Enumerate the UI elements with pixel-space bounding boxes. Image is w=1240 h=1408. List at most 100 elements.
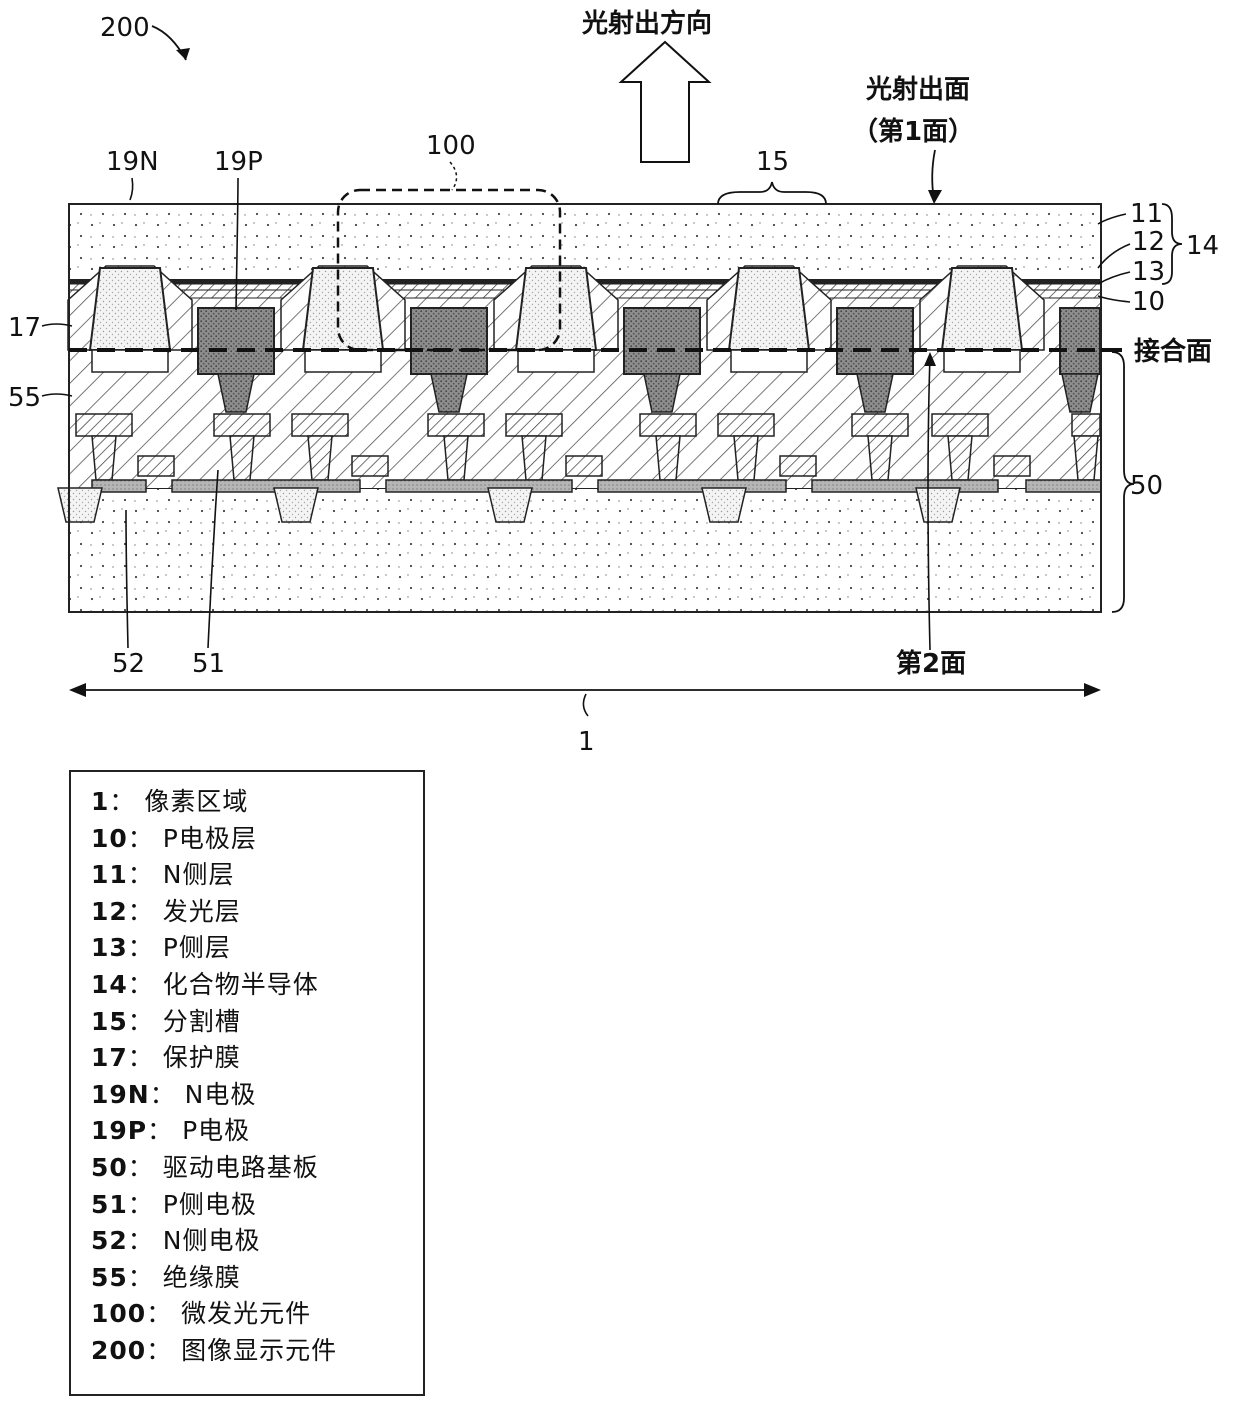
leader-19n: [130, 178, 133, 200]
wiring-pad: [640, 414, 696, 436]
legend-separator: ：: [128, 824, 163, 853]
leader-200-arrowhead: [176, 48, 190, 60]
legend-desc: N侧层: [163, 860, 235, 889]
legend-item: 19P： P电极: [91, 1113, 423, 1150]
legend-item: 55： 绝缘膜: [91, 1260, 423, 1297]
leader-100: [450, 162, 457, 190]
leader-13: [1098, 272, 1130, 284]
legend-item: 14： 化合物半导体: [91, 967, 423, 1004]
exit-surface-sublabel: （第1面）: [852, 116, 974, 147]
pixel-region-label: 1: [578, 727, 595, 757]
legend-item: 13： P侧层: [91, 930, 423, 967]
p-electrode-layer-label: 10: [1132, 287, 1165, 317]
legend-item: 51： P侧电极: [91, 1187, 423, 1224]
wiring-pad: [76, 414, 132, 436]
n-electrode-pad: [305, 350, 381, 372]
n-electrode: [942, 268, 1022, 350]
legend-separator: ：: [146, 1299, 181, 1328]
legend-separator: ：: [128, 1153, 163, 1182]
trench-brace: [718, 182, 826, 204]
legend-desc: P电极层: [163, 824, 257, 853]
legend-separator: ：: [146, 1336, 181, 1365]
legend-key: 1: [91, 787, 109, 816]
middle-wiring-pad: [352, 456, 388, 476]
legend-desc: P电极: [182, 1116, 250, 1145]
n-electrode-pad: [731, 350, 807, 372]
legend-key: 50: [91, 1153, 128, 1182]
legend-key: 55: [91, 1263, 128, 1292]
p-electrode-label: 19P: [214, 147, 263, 177]
legend-desc: P侧层: [163, 933, 231, 962]
legend-separator: ：: [109, 787, 144, 816]
wiring-plug: [868, 436, 892, 480]
leader-11: [1098, 214, 1126, 224]
legend-key: 19N: [91, 1080, 150, 1109]
n-electrode-pad: [92, 350, 168, 372]
n-side-layer-label: 11: [1130, 199, 1163, 229]
trench-label: 15: [756, 147, 789, 177]
protective-film-label: 17: [8, 313, 41, 343]
wiring-pad: [718, 414, 774, 436]
legend-item: 12： 发光层: [91, 894, 423, 931]
middle-wiring-pad: [780, 456, 816, 476]
substrate-label: 50: [1130, 471, 1163, 501]
legend-separator: ：: [128, 970, 163, 999]
wiring-pad: [428, 414, 484, 436]
substrate-electrode: [386, 480, 572, 492]
n-electrode-label: 19N: [106, 147, 159, 177]
legend-desc: 微发光元件: [181, 1299, 311, 1328]
legend-key: 17: [91, 1043, 128, 1072]
leader-12: [1098, 244, 1130, 268]
substrate-electrode: [598, 480, 786, 492]
legend-item: 15： 分割槽: [91, 1004, 423, 1041]
legend-key: 14: [91, 970, 128, 999]
n-electrode-pad: [944, 350, 1020, 372]
legend-separator: ：: [128, 1190, 163, 1219]
substrate-electrode: [172, 480, 360, 492]
compound-label: 14: [1186, 231, 1219, 261]
wiring-pad: [1072, 414, 1100, 436]
legend-separator: ：: [128, 897, 163, 926]
legend-desc: N电极: [185, 1080, 257, 1109]
substrate-diffusion: [916, 488, 960, 522]
emitting-layer-label: 12: [1132, 227, 1165, 257]
leader-200: [152, 26, 186, 60]
light-direction-label: 光射出方向: [581, 8, 712, 39]
legend-separator: ：: [128, 933, 163, 962]
pixel-region-arrowhead-left: [69, 683, 86, 697]
legend-key: 11: [91, 860, 128, 889]
legend-desc: 绝缘膜: [163, 1263, 241, 1292]
figure-label: 200: [100, 13, 150, 43]
legend-key: 100: [91, 1299, 146, 1328]
legend-separator: ：: [128, 1226, 163, 1255]
legend-desc: 保护膜: [163, 1043, 241, 1072]
p-side-layer-label: 13: [1132, 257, 1165, 287]
p-electrode: [624, 308, 700, 374]
legend-separator: ：: [128, 1263, 163, 1292]
legend-desc: 化合物半导体: [163, 970, 319, 999]
wiring-plug: [444, 436, 468, 480]
legend-desc: 图像显示元件: [181, 1336, 337, 1365]
legend-desc: 发光层: [163, 897, 241, 926]
legend-key: 10: [91, 824, 128, 853]
legend-item: 1： 像素区域: [91, 784, 423, 821]
legend-item: 200： 图像显示元件: [91, 1333, 423, 1370]
legend-separator: ：: [150, 1080, 185, 1109]
p-electrode: [1060, 308, 1100, 374]
insulating-film-label: 55: [8, 383, 41, 413]
p-electrode: [837, 308, 913, 374]
legend: 1： 像素区域10： P电极层11： N侧层12： 发光层13： P侧层14： …: [69, 770, 425, 1396]
exit-surface-label: 光射出面: [865, 75, 970, 105]
substrate-diffusion: [274, 488, 318, 522]
n-electrode: [516, 268, 596, 350]
wiring-pad: [292, 414, 348, 436]
wiring-pad: [214, 414, 270, 436]
wiring-pad: [932, 414, 988, 436]
wiring-plug: [230, 436, 254, 480]
legend-key: 19P: [91, 1116, 147, 1145]
second-surface-label: 第2面: [896, 648, 966, 679]
leader-exit-surface-arrowhead: [928, 190, 942, 204]
bonding-surface-label: 接合面: [1134, 336, 1212, 367]
legend-separator: ：: [128, 1043, 163, 1072]
legend-separator: ：: [128, 860, 163, 889]
